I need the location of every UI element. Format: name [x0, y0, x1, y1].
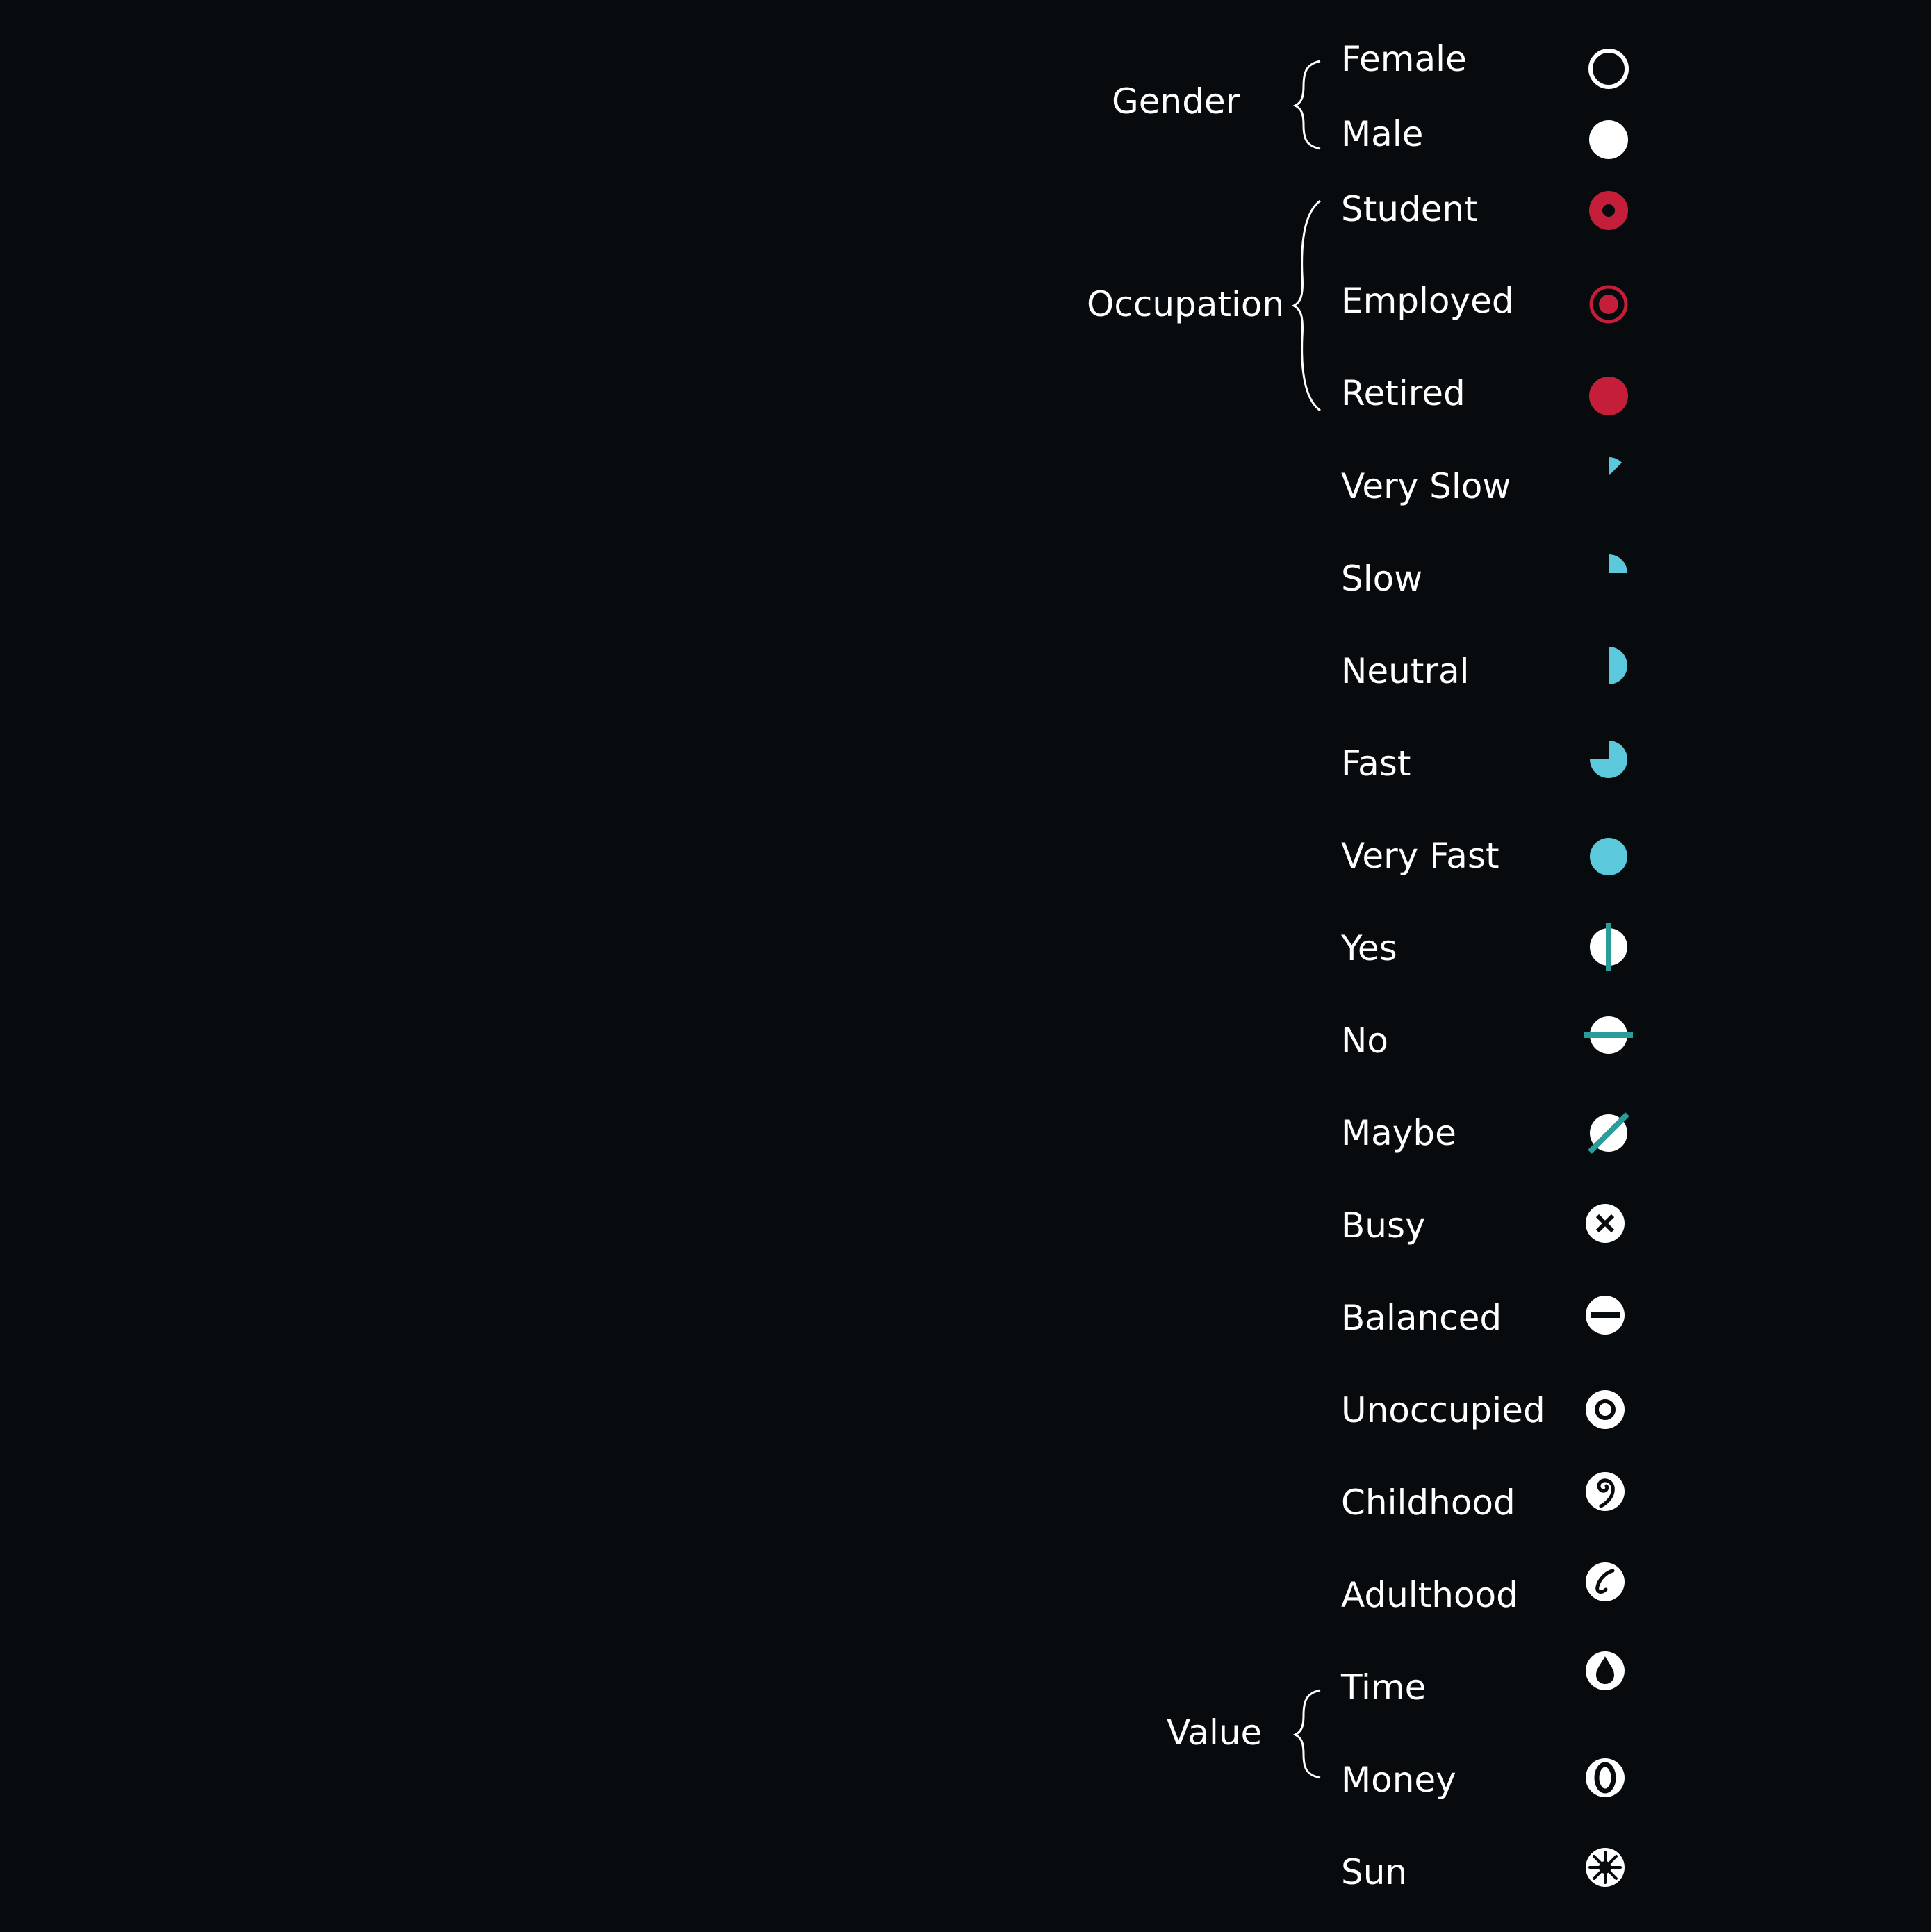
value-brace — [1292, 1689, 1321, 1779]
label-male: Male — [1341, 114, 1424, 154]
hollow-circle-icon — [1588, 49, 1629, 89]
sun-circle-icon — [1586, 1848, 1625, 1887]
occupation-brace — [1291, 199, 1321, 412]
minus-circle-icon — [1586, 1296, 1625, 1335]
pie-eighth-slice — [1609, 457, 1622, 476]
gender-brace — [1292, 60, 1321, 150]
label-money: Money — [1341, 1760, 1456, 1800]
pie-quarter-slice — [1609, 554, 1627, 573]
pie-full-icon — [1590, 838, 1627, 875]
pie-half-icon — [1609, 647, 1627, 684]
label-female: Female — [1341, 39, 1467, 79]
label-balanced: Balanced — [1341, 1298, 1502, 1338]
pie-eighth-icon — [1609, 457, 1622, 476]
label-busy: Busy — [1341, 1205, 1426, 1246]
horizontal-bar-circle-icon — [1584, 1016, 1633, 1054]
label-time: Time — [1341, 1667, 1427, 1708]
label-very-slow: Very Slow — [1341, 466, 1511, 506]
label-slow: Slow — [1341, 559, 1423, 599]
label-employed: Employed — [1341, 281, 1514, 321]
hook-circle-icon — [1586, 1562, 1625, 1601]
spiral-circle-icon — [1586, 1472, 1625, 1511]
label-childhood: Childhood — [1341, 1483, 1515, 1523]
red-filled-circle-icon — [1589, 377, 1628, 415]
pie-three-quarter-icon — [1590, 741, 1627, 778]
group-label-gender: Gender — [1112, 81, 1240, 122]
label-unoccupied: Unoccupied — [1341, 1390, 1545, 1430]
ring-circle-icon — [1586, 1390, 1625, 1429]
coin-circle-icon — [1586, 1758, 1625, 1797]
pie-quarter-icon — [1609, 554, 1627, 573]
pie-half-slice — [1609, 647, 1627, 684]
diagonal-bar-circle-icon — [1588, 1112, 1629, 1154]
label-yes: Yes — [1341, 928, 1397, 968]
label-no: No — [1341, 1021, 1388, 1061]
red-target-icon — [1589, 285, 1628, 324]
x-circle-icon — [1586, 1204, 1625, 1243]
label-sun: Sun — [1341, 1852, 1408, 1892]
vertical-bar-circle-icon — [1590, 923, 1627, 971]
label-fast: Fast — [1341, 743, 1411, 784]
label-adulthood: Adulthood — [1341, 1575, 1518, 1615]
group-label-value: Value — [1167, 1712, 1263, 1753]
pie-full-slice — [1590, 838, 1627, 875]
group-label-occupation: Occupation — [1087, 284, 1285, 324]
label-student: Student — [1341, 189, 1478, 229]
drop-circle-icon — [1586, 1651, 1625, 1690]
filled-circle-icon — [1589, 120, 1628, 159]
label-neutral: Neutral — [1341, 651, 1470, 691]
red-dot-circle-icon — [1589, 191, 1628, 230]
pie-three-quarter-slice — [1590, 741, 1627, 778]
label-maybe: Maybe — [1341, 1113, 1456, 1153]
label-retired: Retired — [1341, 373, 1465, 413]
label-very-fast: Very Fast — [1341, 836, 1499, 876]
